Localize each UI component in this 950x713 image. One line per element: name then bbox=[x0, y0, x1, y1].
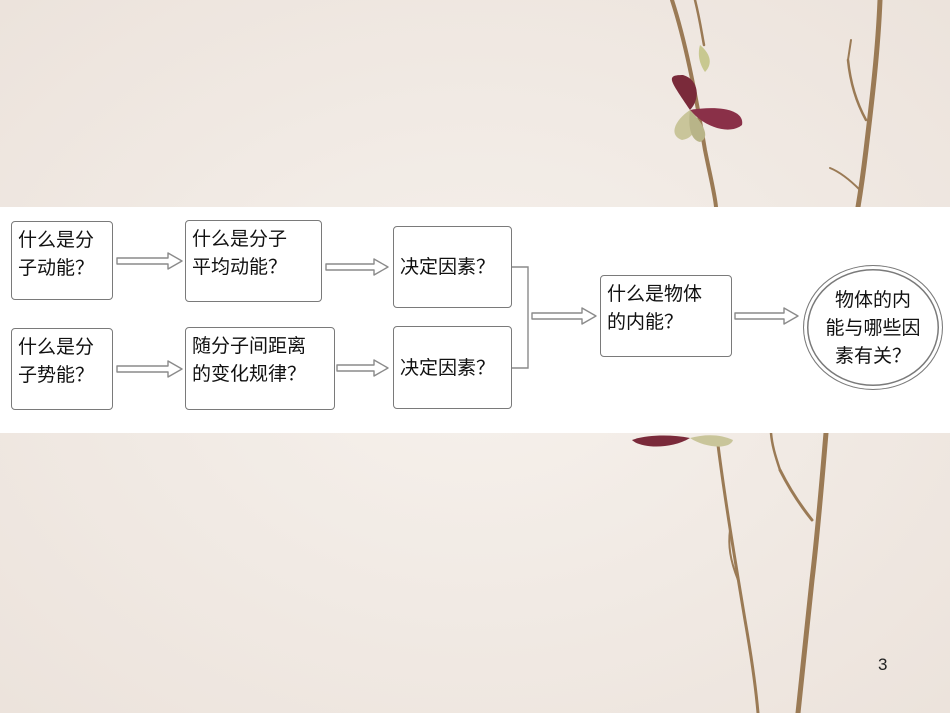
circle-factors-final: 物体的内 能与哪些因 素有关？ bbox=[803, 265, 943, 390]
bracket bbox=[512, 266, 529, 369]
box-factors-bottom: 决定因素？ bbox=[393, 326, 512, 409]
branch-bottom bbox=[716, 430, 829, 713]
box-average-kinetic: 什么是分子 平均动能？ bbox=[185, 220, 322, 302]
box-factors-top: 决定因素？ bbox=[393, 226, 512, 308]
butterfly-bottom-icon bbox=[632, 435, 733, 447]
arrow-6 bbox=[734, 307, 799, 325]
box-molecule-kinetic: 什么是分 子动能？ bbox=[11, 221, 113, 300]
box-potential-rule: 随分子间距离 的变化规律？ bbox=[185, 327, 335, 410]
box-internal-energy: 什么是物体 的内能？ bbox=[600, 275, 732, 357]
butterfly-icon bbox=[671, 75, 743, 142]
leaf-icon bbox=[698, 45, 710, 72]
arrow-2 bbox=[116, 360, 183, 378]
arrow-4 bbox=[336, 359, 389, 377]
arrow-3 bbox=[325, 258, 389, 276]
arrow-5 bbox=[531, 307, 597, 325]
box-molecule-potential: 什么是分 子势能？ bbox=[11, 328, 113, 410]
arrow-1 bbox=[116, 252, 183, 270]
page-number: 3 bbox=[878, 655, 888, 674]
